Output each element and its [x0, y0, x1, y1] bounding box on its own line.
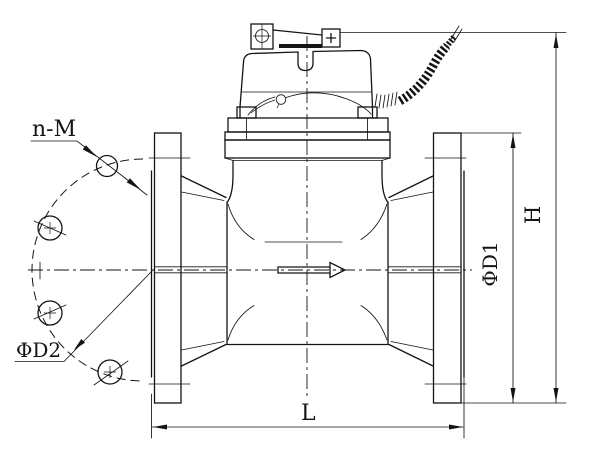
callout-bolt-spec: n-M: [30, 117, 148, 196]
register-lid: [250, 23, 341, 50]
lid-edge-bar: [279, 44, 322, 48]
right-flange: [424, 132, 467, 404]
bolt-hole-center-marks: [44, 222, 116, 378]
dimension-height: H: [339, 32, 567, 404]
head-base-ring-mid: [224, 131, 391, 141]
lead-seal: [275, 94, 287, 105]
length-label: L: [301, 401, 316, 426]
body-cone-inner: [181, 191, 434, 351]
body-neck: [226, 159, 389, 204]
bore-seam-lines: [154, 266, 461, 274]
lid-top-edge: [272, 29, 323, 36]
h-arrow-bottom: [553, 388, 559, 402]
cable-connector: [443, 35, 457, 49]
flange-diameter-label: ΦD1: [478, 241, 502, 286]
right-flange-plate: [432, 132, 462, 404]
seal-wire-right: [285, 92, 372, 115]
right-seal-lug: [357, 106, 378, 119]
lead-seal-tail: [276, 103, 280, 109]
bolt-circle-diameter-leader: [14, 270, 153, 362]
bolt-hole-4: [97, 359, 123, 385]
flow-direction-arrow: [277, 261, 347, 279]
callout-bolt-circle-diameter: ΦD2: [14, 270, 153, 362]
bolt-circle-diameter-label: ΦD2: [16, 338, 61, 362]
bolt-spec-leader: [30, 140, 148, 196]
dimension-flange-diameter: ΦD1: [460, 132, 522, 404]
cable-connector-tip: [450, 25, 463, 43]
bolt-spec-label: n-M: [32, 117, 76, 142]
right-flange-hub-lines: [424, 157, 467, 385]
cable-coil-section: [374, 91, 398, 109]
lid-latch-screw-icon: [325, 32, 337, 44]
l-arrow-left: [153, 424, 167, 430]
centerlines: [28, 36, 472, 400]
left-flange: [148, 132, 191, 404]
seal-wire-left: [247, 96, 276, 116]
register-head: [224, 49, 391, 161]
lid-hinge-center-marks: [253, 24, 271, 49]
body-cone-outer: [180, 175, 434, 367]
dimension-length: L: [151, 376, 465, 439]
signal-cable: [374, 25, 463, 109]
valve-body: [154, 159, 461, 367]
lid-latch-block: [321, 28, 341, 48]
head-base-ring-bottom: [224, 139, 391, 159]
bolt-spec-arrow-2: [126, 178, 141, 190]
flow-arrow-shaft: [277, 266, 331, 274]
bolt-circle-arc: [31, 158, 144, 382]
cable-corrugated-sleeve: [397, 42, 451, 105]
bolt-spec-arrow-1: [82, 145, 97, 157]
bolt-circle: [31, 154, 144, 386]
bolt-hole-3: [37, 300, 63, 326]
flow-arrow-head: [329, 261, 347, 279]
lead-seal-wire: [247, 92, 372, 116]
lug-bolts: [246, 117, 368, 140]
d1-arrow-bottom: [510, 388, 516, 402]
left-flange-plate: [153, 132, 182, 404]
seal-wire-left-strand: [250, 99, 276, 114]
left-flange-hub-lines: [148, 157, 191, 385]
bolt-hole-2: [37, 215, 63, 241]
bolt-hole-4-axis: [93, 360, 129, 386]
d1-arrow-top: [510, 134, 516, 148]
bolt-circle-diameter-arrow: [74, 339, 85, 350]
l-arrow-right: [449, 424, 463, 430]
body-bowl-curves: [227, 203, 388, 341]
head-dome: [239, 49, 374, 119]
bolt-hole-1: [95, 154, 119, 178]
head-base-ring-top: [227, 117, 389, 133]
h-arrow-top: [553, 34, 559, 48]
body-cylinder: [226, 201, 389, 346]
head-base-chamfer: [224, 157, 391, 161]
height-label: H: [521, 206, 545, 224]
